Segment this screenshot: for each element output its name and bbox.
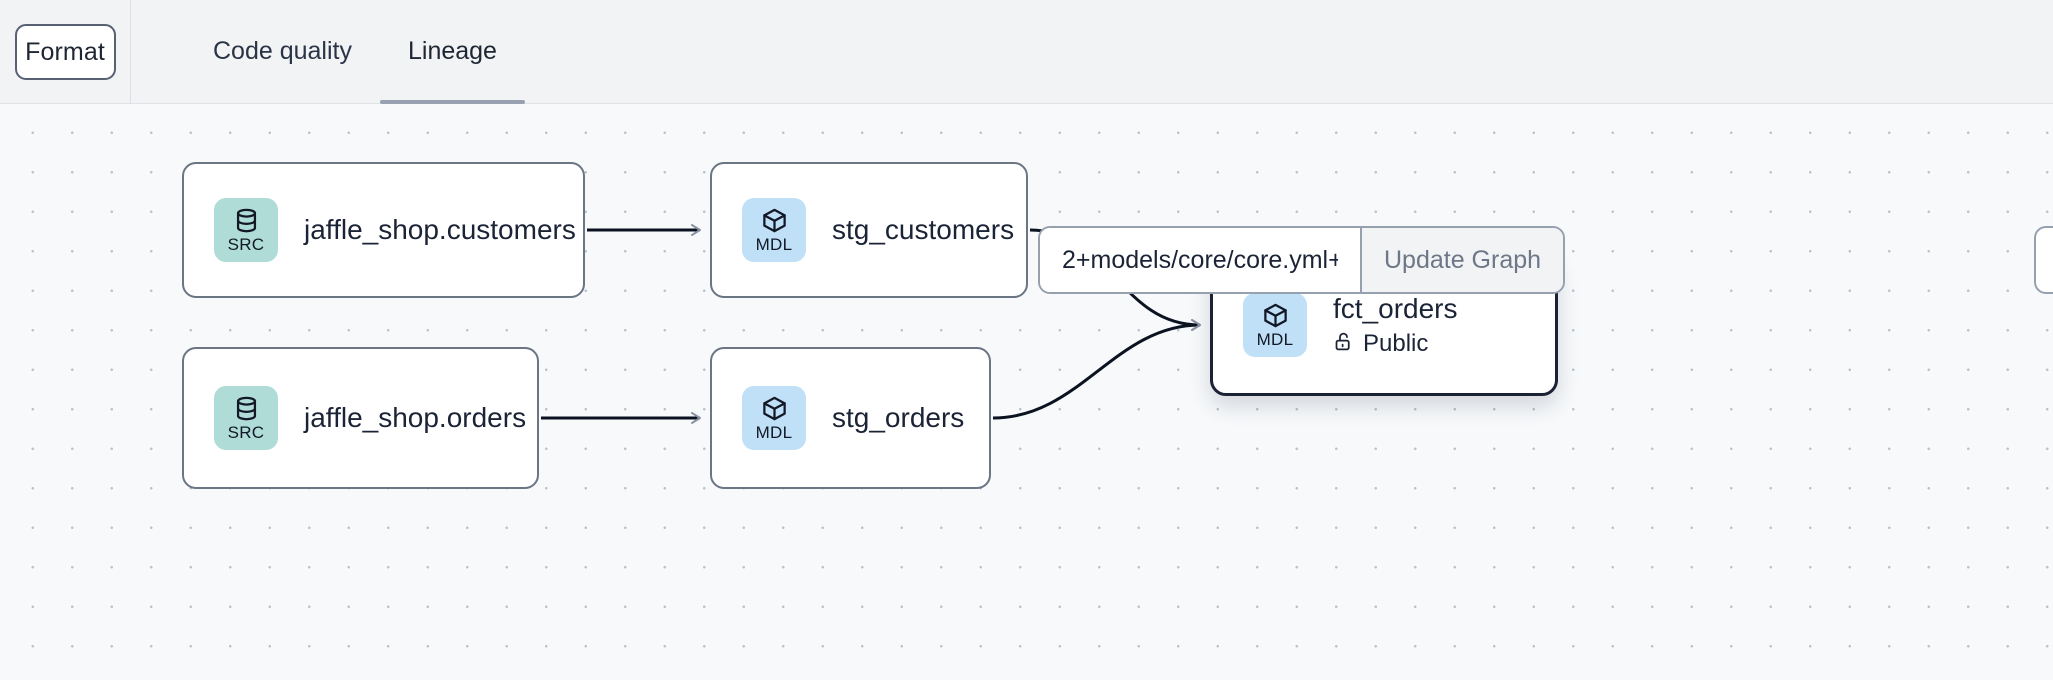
node-body: jaffle_shop.orders [304,401,526,435]
format-button[interactable]: Format [14,23,116,80]
cube-icon [761,395,788,422]
badge-src-label: SRC [227,422,265,442]
toolbar: Format Code quality Lineage [0,0,2053,104]
badge-mdl-label: MDL [1256,329,1294,349]
node-title: stg_customers [832,214,1015,245]
badge-src: SRC [214,198,278,262]
badge-mdl-label: MDL [755,234,793,254]
tab-code-quality-label: Code quality [213,37,352,65]
lineage-canvas[interactable]: SRC jaffle_shop.customers SRC jaffle_sh [0,104,2053,680]
badge-mdl-label: MDL [755,422,793,442]
badge-src-label: SRC [227,234,265,254]
lineage-node-stg-customers[interactable]: MDL stg_customers [710,162,1028,298]
badge-src: SRC [214,386,278,450]
lineage-node-src-customers[interactable]: SRC jaffle_shop.customers [182,162,585,298]
badge-mdl: MDL [742,386,806,450]
tab-lineage-label: Lineage [407,37,497,65]
node-title: stg_orders [832,402,965,433]
tab-lineage-underline [379,99,525,104]
node-access: Public [1333,330,1458,358]
format-zone: Format [0,0,131,104]
node-title: fct_orders [1333,293,1458,324]
lineage-node-stg-orders[interactable]: MDL stg_orders [710,347,991,489]
node-body: jaffle_shop.customers [304,213,576,247]
node-access-label: Public [1363,330,1429,357]
node-body: stg_customers [832,213,1014,247]
update-graph-button[interactable]: Update Graph [1360,228,1564,292]
overflow-control-partial[interactable] [2034,226,2053,294]
tab-code-quality[interactable]: Code quality [185,0,380,104]
lineage-node-src-orders[interactable]: SRC jaffle_shop.orders [182,347,539,489]
tab-lineage[interactable]: Lineage [379,0,525,104]
database-icon [233,207,260,234]
database-icon [233,395,260,422]
unlock-icon [1333,331,1354,357]
badge-mdl: MDL [742,198,806,262]
node-title: jaffle_shop.customers [304,214,576,245]
node-body: fct_orders Public [1333,292,1458,358]
edge-stg-orders-to-fct-orders [992,319,1201,420]
graph-selector-group: Update Graph [1038,226,1566,294]
node-body: stg_orders [832,401,964,435]
badge-mdl: MDL [1243,293,1307,357]
cube-icon [1262,302,1289,329]
cube-icon [761,207,788,234]
node-title: jaffle_shop.orders [304,402,527,433]
graph-selector-input[interactable] [1040,228,1360,292]
tab-bar: Code quality Lineage [131,0,2053,104]
